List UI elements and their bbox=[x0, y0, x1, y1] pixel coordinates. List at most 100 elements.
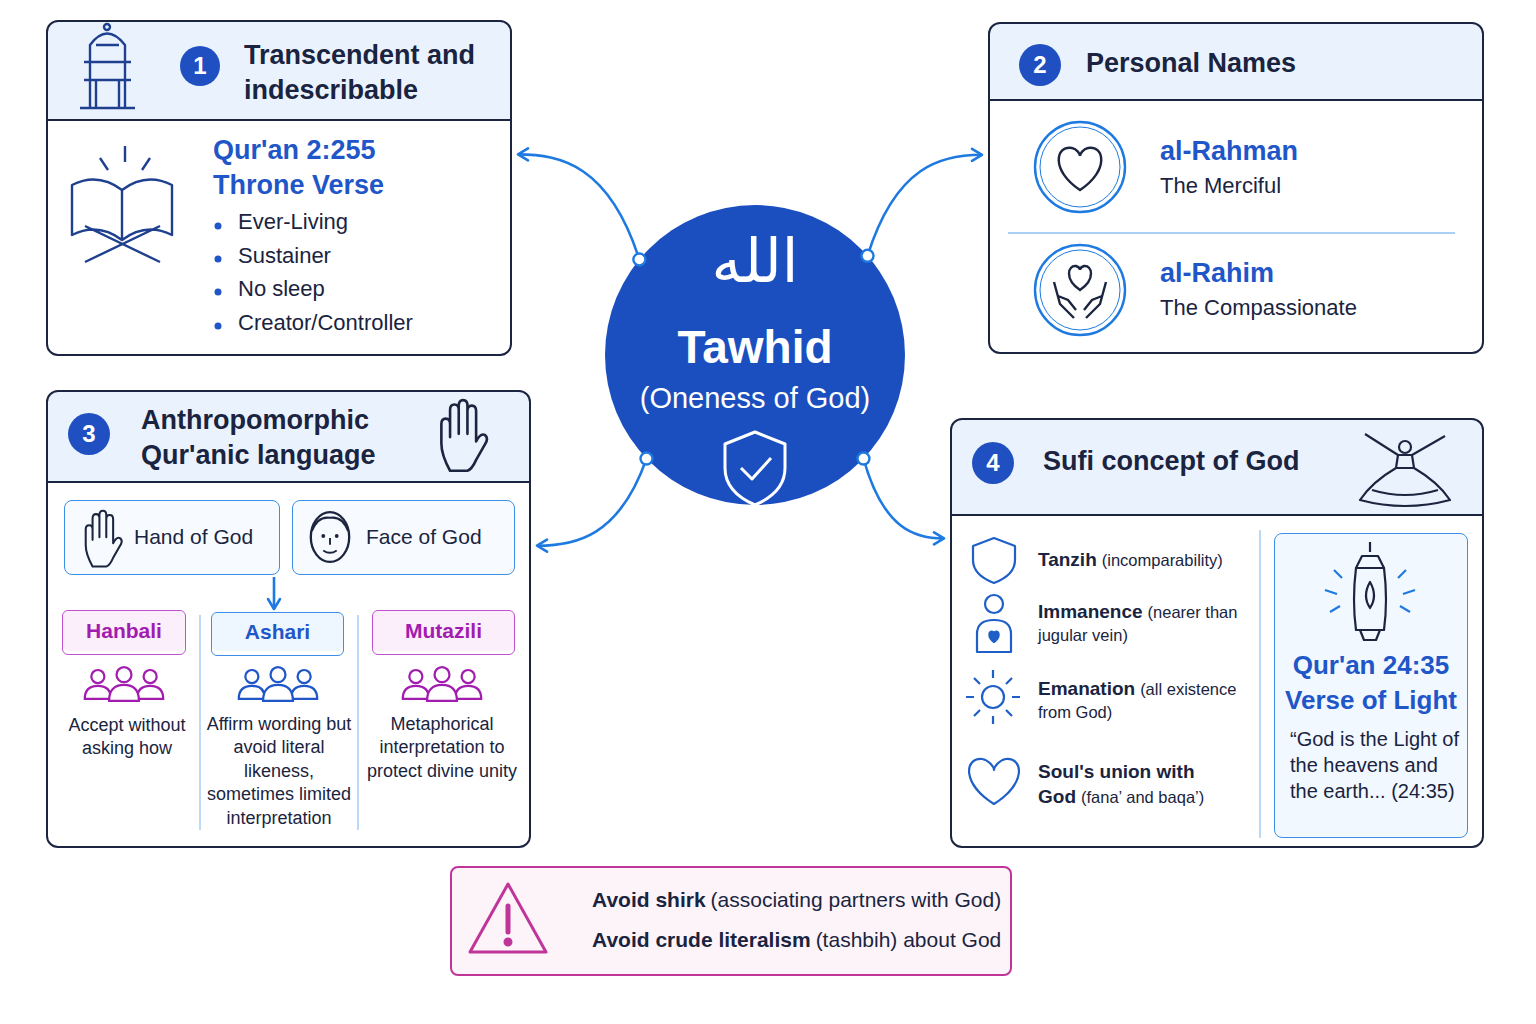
text-block: Accept without asking how bbox=[58, 714, 196, 761]
divider-lines-part bbox=[199, 615, 200, 830]
label-text: Emanation bbox=[1038, 678, 1135, 699]
label-text: Avoid shirk bbox=[592, 888, 706, 911]
label-text: Immanence bbox=[1038, 601, 1143, 622]
text-block: Sufi concept of God bbox=[1043, 444, 1343, 479]
label-text: Qur'an 2:255 Throne Verse bbox=[213, 135, 384, 200]
text-block: Sustainer bbox=[238, 242, 478, 271]
header-bands-part bbox=[989, 80, 1483, 100]
text-block: (Oneness of God) bbox=[620, 380, 890, 418]
text-block: Anthropomorphic Qur'anic language bbox=[141, 403, 403, 473]
hand-icons-part bbox=[441, 400, 487, 471]
callout-number: 3 bbox=[68, 413, 110, 455]
sufi-icons-part bbox=[969, 759, 1019, 804]
bullet-dots-part bbox=[215, 223, 222, 230]
text-block: Avoid shirk(associating partners with Go… bbox=[592, 886, 1004, 913]
lantern-icon bbox=[1325, 542, 1415, 640]
text-block: “God is the Light of the heavens and the… bbox=[1290, 726, 1460, 804]
box-fills-part bbox=[293, 501, 514, 574]
label-text: (fana’ and baqa’) bbox=[1081, 788, 1204, 806]
text-block: The Compassionate bbox=[1160, 294, 1460, 323]
label-text: Mutazili bbox=[405, 619, 482, 642]
label-text: al-Rahim bbox=[1160, 258, 1274, 288]
label-text: Metaphorical interpretation to protect d… bbox=[367, 714, 517, 781]
school-tag: AshariAffirm wording but avoid literal l… bbox=[211, 612, 344, 656]
verse-box: Qur'an 24:35 Verse of Light “God is the L… bbox=[1274, 533, 1468, 838]
label-text: Hand of God bbox=[134, 525, 253, 548]
text-block: Avoid crude literalism(tashbih) about Go… bbox=[592, 926, 1004, 953]
hand-icons bbox=[86, 400, 487, 566]
label-text: 4 bbox=[986, 447, 999, 478]
label-text: 1 bbox=[193, 50, 206, 81]
connector-arrow bbox=[273, 577, 276, 609]
connector-arrow bbox=[868, 155, 982, 256]
people-icons-part bbox=[239, 667, 317, 701]
box-fills-part bbox=[65, 501, 279, 574]
label-text: (associating partners with God) bbox=[711, 888, 1002, 911]
callout-number: 2 bbox=[1019, 44, 1061, 86]
header-bands-part bbox=[951, 490, 1483, 515]
text-block: Hand of God bbox=[134, 523, 274, 550]
people-icons bbox=[85, 667, 481, 701]
label-text: Tawhid bbox=[677, 321, 832, 373]
throne-icon bbox=[80, 24, 135, 108]
warning-icon-part bbox=[470, 884, 546, 952]
warning-icon-part bbox=[505, 939, 511, 945]
term-box: Hand of God bbox=[64, 500, 280, 575]
bullet-dots-part bbox=[215, 323, 222, 330]
connector-dot bbox=[858, 453, 870, 465]
text-block: Hanbali bbox=[64, 617, 184, 644]
throne-icon-part bbox=[104, 24, 110, 30]
sufi-icons-part bbox=[982, 686, 1004, 708]
label-text: Avoid crude literalism bbox=[592, 928, 811, 951]
dervish-icon-part bbox=[1399, 441, 1411, 453]
label-text: The Compassionate bbox=[1160, 295, 1357, 320]
connector-dot bbox=[640, 453, 652, 465]
text-block: No sleep bbox=[238, 275, 478, 304]
concept-panel: 3 Anthropomorphic Qur'anic languageHand o… bbox=[46, 390, 531, 848]
label-text: Tanzih bbox=[1038, 549, 1097, 570]
text-block: Mutazili bbox=[374, 617, 513, 644]
connector-dot bbox=[633, 253, 645, 265]
connector-arrow bbox=[864, 459, 944, 539]
divider-lines-part bbox=[989, 99, 1483, 101]
divider-lines bbox=[47, 100, 1483, 838]
header-bands-part bbox=[47, 21, 511, 120]
concept-panel: 2 Personal Names al-RahmanThe Merciful al-R… bbox=[988, 22, 1484, 354]
box-fills-part bbox=[605, 205, 905, 505]
text-block: al-Rahim bbox=[1160, 256, 1460, 291]
throne-icon-part bbox=[80, 34, 135, 109]
text-block: Ever-Living bbox=[238, 208, 478, 237]
label-text: (tashbih) about God bbox=[816, 928, 1002, 951]
text-block: Creator/Controller bbox=[238, 309, 478, 338]
label-text: Sufi concept of God bbox=[1043, 446, 1300, 476]
label-text: Transcendent and indescribable bbox=[244, 40, 475, 105]
people-icons-part bbox=[85, 667, 163, 701]
header-bands bbox=[47, 21, 1483, 515]
text-block: Soul's union with God(fana’ and baqa’) bbox=[1038, 760, 1254, 809]
bullet-dots bbox=[215, 223, 222, 330]
text-block: الله bbox=[640, 228, 870, 294]
callout-number: 1 bbox=[180, 46, 220, 86]
warning-icon bbox=[470, 884, 546, 952]
text-block: Transcendent and indescribable bbox=[244, 38, 506, 108]
label-text: Sustainer bbox=[238, 243, 331, 268]
divider-lines-part bbox=[47, 119, 511, 121]
label-text: al-Rahman bbox=[1160, 136, 1298, 166]
sufi-icons-part bbox=[966, 670, 1020, 724]
shield-check-icon bbox=[725, 432, 785, 505]
label-text: Accept without asking how bbox=[68, 715, 185, 758]
text-block: Face of God bbox=[366, 523, 510, 550]
text-block: Qur'an 24:35 Verse of Light bbox=[1280, 648, 1462, 718]
shield-check-icon-part bbox=[741, 458, 771, 479]
label-text: The Merciful bbox=[1160, 173, 1281, 198]
dervish-icon-part bbox=[1360, 434, 1450, 506]
central-circle: الله Tawhid (Oneness of God) bbox=[605, 205, 905, 505]
connector-dot bbox=[862, 250, 874, 262]
text-block: Qur'an 2:255 Throne Verse bbox=[213, 133, 413, 203]
text-block: Affirm wording but avoid literal likenes… bbox=[203, 713, 355, 830]
term-box: Face of God bbox=[292, 500, 515, 575]
divider-lines-part bbox=[47, 481, 530, 483]
text-block: Personal Names bbox=[1086, 46, 1446, 81]
heart-icons-part bbox=[1035, 245, 1125, 335]
bullet-dots-part bbox=[215, 289, 222, 296]
